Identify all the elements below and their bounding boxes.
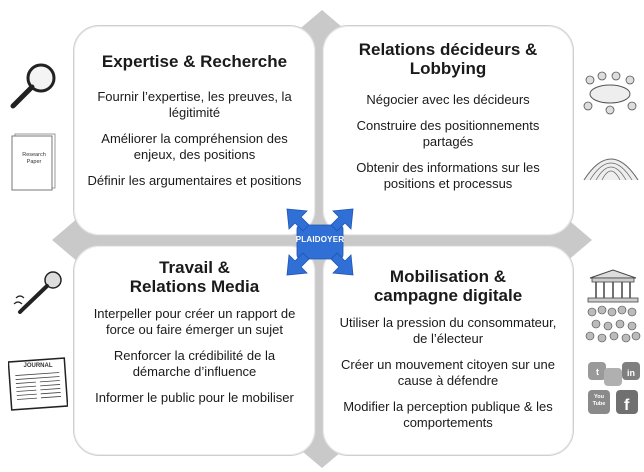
quadrant-item: Renforcer la crédibilité de la démarche …: [113, 348, 276, 379]
quadrant-relations-media: Travail & Relations Media Interpeller po…: [73, 245, 316, 456]
quadrant-item: Informer le public pour le mobiliser: [95, 390, 294, 405]
microphone-icon: [13, 271, 62, 314]
svg-text:t: t: [596, 367, 599, 377]
svg-text:f: f: [624, 397, 630, 414]
quadrant-title: Travail & Relations Media: [129, 258, 260, 296]
quadrant-item: Définir les argumentaires et positions: [87, 173, 302, 188]
plaidoyer-badge: PLAIDOYER: [283, 205, 357, 279]
meeting-table-icon: [583, 71, 637, 115]
newspaper-label: JOURNAL: [23, 363, 53, 369]
social-media-icon: t in f You Tube: [584, 360, 644, 424]
quadrant-title: Relations décideurs & Lobbying: [358, 40, 538, 78]
quadrant-item: Obtenir des informations sur les positio…: [356, 160, 540, 191]
quadrant-mobilisation-digitale: Mobilisation & campagne digitale Utilise…: [322, 245, 574, 456]
parliament-icon: [583, 158, 639, 181]
quadrant-item: Améliorer la compréhension des enjeux, d…: [101, 131, 288, 162]
research-paper-icon: Research Paper: [9, 130, 59, 192]
quadrant-expertise-recherche: Expertise & Recherche Fournir l’expertis…: [73, 25, 316, 236]
research-paper-label: Research Paper: [22, 152, 46, 165]
youtube-label: You Tube: [592, 394, 606, 407]
quadrant-title: Mobilisation & campagne digitale: [373, 267, 523, 305]
quadrant-relations-lobbying: Relations décideurs & Lobbying Négocier …: [322, 25, 574, 236]
quadrant-item: Négocier avec les décideurs: [366, 92, 530, 107]
plaidoyer-label: PLAIDOYER: [295, 235, 345, 244]
quadrant-items: Interpeller pour créer un rapport de for…: [74, 306, 315, 406]
quadrant-title: Expertise & Recherche: [101, 52, 288, 71]
four-arrows-icon: [286, 208, 354, 276]
quadrant-item: Utiliser la pression du consommateur, de…: [339, 315, 557, 346]
quadrant-item: Construire des positionnements partagés: [356, 118, 540, 149]
quadrant-items: Fournir l’expertise, les preuves, la lég…: [74, 89, 315, 189]
svg-text:in: in: [627, 368, 635, 378]
quadrant-item: Créer un mouvement citoyen sur une cause…: [341, 357, 555, 388]
protest-crowd-icon: [585, 269, 641, 343]
quadrant-item: Fournir l’expertise, les preuves, la lég…: [97, 89, 292, 120]
quadrant-item: Interpeller pour créer un rapport de for…: [93, 306, 296, 337]
quadrant-item: Modifier la perception publique & les co…: [343, 399, 553, 430]
newspaper-icon: JOURNAL: [8, 354, 68, 412]
quadrant-items: Négocier avec les décideurs Construire d…: [323, 92, 573, 192]
quadrant-items: Utiliser la pression du consommateur, de…: [323, 315, 573, 431]
magnifying-glass-icon: [10, 63, 56, 109]
